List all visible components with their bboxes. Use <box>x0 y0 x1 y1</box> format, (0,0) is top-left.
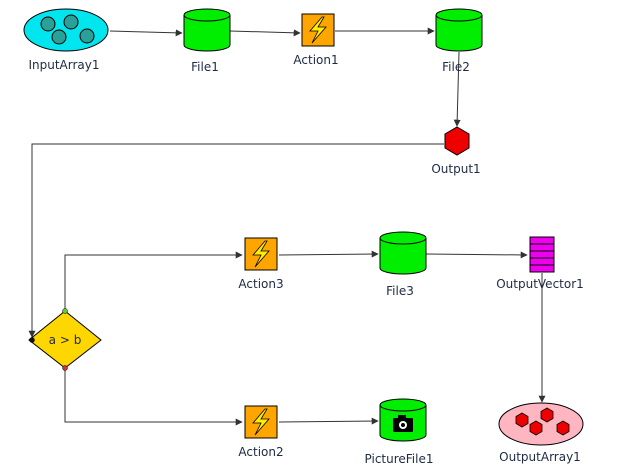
array-dot <box>40 16 56 32</box>
file-cylinder-icon <box>379 238 427 275</box>
edge-inputarray1-file1 <box>109 29 183 37</box>
label-output1: Output1 <box>431 162 481 176</box>
vector-cell <box>529 243 555 252</box>
vector-cell <box>529 236 555 245</box>
node-file3[interactable] <box>379 231 427 275</box>
node-picture-file1[interactable] <box>379 398 427 442</box>
edge-output1-decision <box>28 143 444 338</box>
label-file1: File1 <box>191 60 219 74</box>
node-output1[interactable] <box>444 126 470 156</box>
node-file1[interactable] <box>183 8 231 52</box>
array-hexagon <box>540 407 554 423</box>
array-hexagon <box>515 412 529 428</box>
vector-cell <box>529 264 555 273</box>
lightning-icon <box>252 240 270 268</box>
file-cylinder-icon <box>435 15 483 52</box>
label-file2: File2 <box>442 60 470 74</box>
array-hexagon <box>556 420 570 436</box>
label-output-array1: OutputArray1 <box>499 450 581 464</box>
edge-decision-action3 <box>64 251 243 311</box>
node-action3[interactable] <box>244 237 278 271</box>
edges <box>28 27 546 426</box>
vector-cell <box>529 250 555 259</box>
lightning-icon <box>309 16 327 44</box>
input-array-shape <box>23 8 109 52</box>
node-action2[interactable] <box>244 405 278 439</box>
node-decision[interactable]: a > b <box>28 308 102 371</box>
decision-input-port <box>29 337 35 343</box>
decision-label: a > b <box>49 333 82 347</box>
label-input-array1: InputArray1 <box>28 58 100 72</box>
decision-false-port <box>62 365 68 371</box>
edge-action3-file3 <box>278 250 379 258</box>
node-output-vector1[interactable] <box>529 236 555 273</box>
label-action1: Action1 <box>293 53 339 67</box>
label-file3: File3 <box>386 284 414 298</box>
array-dot <box>51 29 67 45</box>
edge-file3-outputvector1 <box>425 251 528 259</box>
edge-file2-output1 <box>453 51 461 127</box>
edge-action2-picturefile1 <box>278 417 379 425</box>
node-input-array1[interactable] <box>23 8 109 52</box>
file-cylinder-icon <box>183 15 231 52</box>
array-dot <box>79 28 95 44</box>
array-dot <box>63 14 79 30</box>
edge-decision-action2 <box>64 368 243 426</box>
node-file2[interactable] <box>435 8 483 52</box>
label-picture-file1: PictureFile1 <box>364 452 434 466</box>
lightning-icon <box>252 408 270 436</box>
vector-cell <box>529 257 555 266</box>
edge-file1-action1 <box>229 29 301 37</box>
label-action2: Action2 <box>238 445 284 459</box>
node-output-array1[interactable] <box>498 402 584 446</box>
node-action1[interactable] <box>301 13 335 47</box>
label-output-vector1: OutputVector1 <box>496 277 584 291</box>
array-hexagon <box>529 420 543 436</box>
output-hexagon-icon <box>444 126 470 156</box>
label-action3: Action3 <box>238 277 284 291</box>
decision-true-port <box>62 308 68 314</box>
